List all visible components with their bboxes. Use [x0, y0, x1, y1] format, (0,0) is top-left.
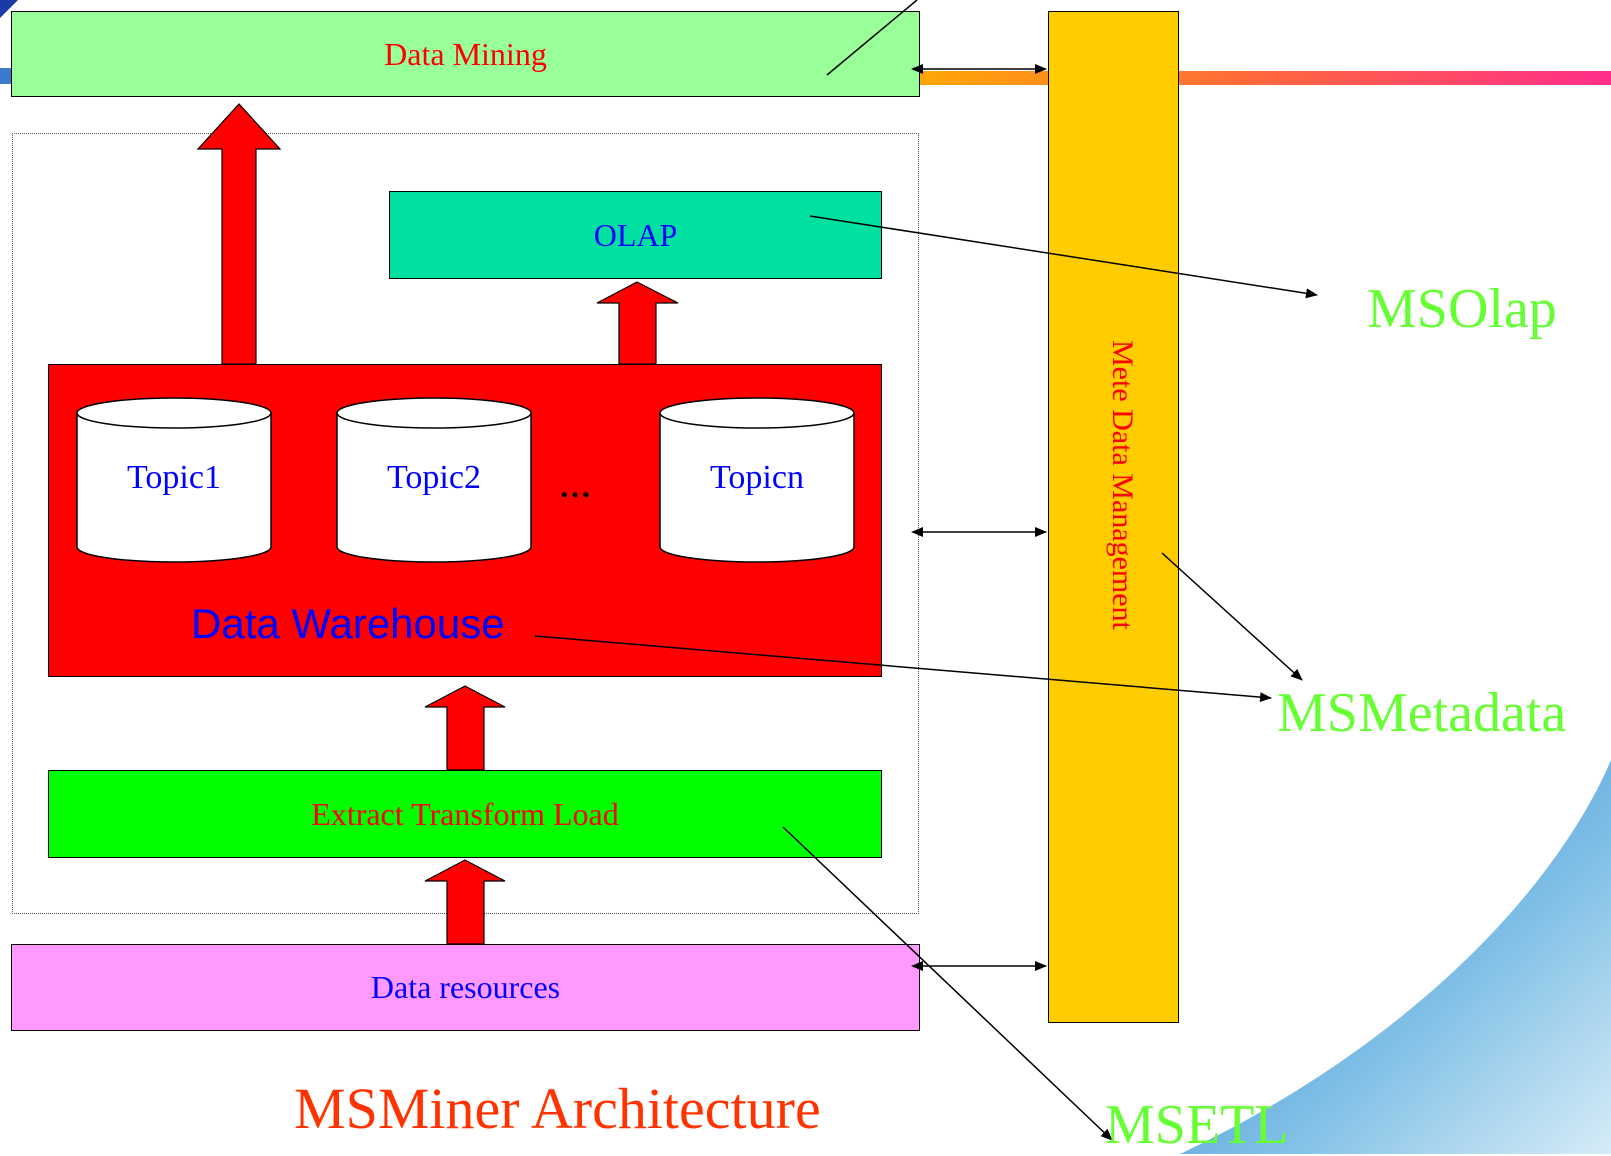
data-resources-label: Data resources [370, 969, 561, 1005]
msolap-label: MSOlap [1367, 278, 1557, 340]
callout-line-mining [826, 0, 918, 76]
data-mining-box[interactable]: Data Mining [11, 11, 920, 97]
meta-data-label: Mete Data Management [1106, 340, 1139, 630]
topic1-cylinder[interactable] [76, 397, 272, 563]
topic2-cylinder[interactable] [336, 397, 532, 563]
msmetadata-label: MSMetadata [1277, 682, 1567, 744]
corner-mark [0, 0, 18, 18]
arrow-resources-to-etl [424, 859, 506, 945]
diagram-caption: MSMiner Architecture [294, 1076, 821, 1141]
data-mining-label: Data Mining [384, 35, 547, 72]
callout-line-warehouse [534, 635, 1272, 703]
msetl-label: MSETL [1105, 1094, 1289, 1156]
callout-line-olap [809, 215, 1318, 299]
olap-label: OLAP [593, 216, 678, 253]
etl-box[interactable]: Extract Transform Load [48, 770, 882, 858]
callout-line-etl [782, 826, 1113, 1141]
corner-swoosh [1180, 760, 1611, 1154]
topic2-label: Topic2 [387, 459, 481, 496]
meta-data-box[interactable]: Mete Data Management [1048, 11, 1179, 1023]
topic1-label: Topic1 [127, 459, 221, 496]
topicn-label: Topicn [710, 459, 804, 496]
arrow-etl-to-warehouse [424, 685, 506, 771]
etl-label: Extract Transform Load [311, 795, 619, 832]
header-band-left [0, 68, 12, 84]
data-warehouse-label: Data Warehouse [191, 600, 505, 647]
olap-box[interactable]: OLAP [389, 191, 882, 279]
callout-line-meta [1161, 552, 1303, 681]
arrow-warehouse-to-olap [596, 281, 679, 365]
topic-ellipsis: … [559, 468, 591, 504]
topicn-cylinder[interactable] [659, 397, 855, 563]
arrow-warehouse-to-mining [196, 103, 282, 365]
